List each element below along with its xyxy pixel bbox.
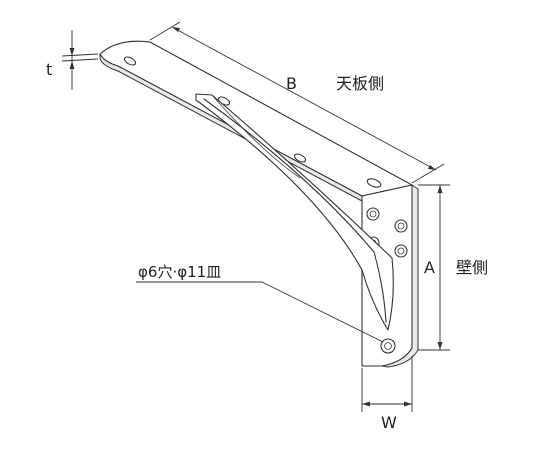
label-a: A (424, 258, 435, 277)
top-plate (99, 40, 413, 202)
dimension-a: A 壁側 (418, 184, 488, 351)
label-w: W (381, 413, 397, 432)
label-b: B (286, 74, 297, 93)
hole-note: φ6穴·φ11皿 (136, 263, 384, 343)
label-wall-side: 壁側 (456, 258, 488, 277)
label-t: t (46, 60, 52, 79)
top-slot-3 (293, 153, 307, 163)
top-slot-1 (123, 56, 137, 66)
wall-hole-bottom (380, 338, 396, 354)
wall-hole-2 (394, 219, 408, 233)
top-slot-4 (366, 178, 382, 188)
label-top-side: 天板側 (336, 74, 384, 93)
gusset (195, 93, 394, 331)
wall-hole-1 (366, 207, 380, 221)
dimension-t: t (46, 30, 99, 90)
dimension-w: W (361, 356, 413, 432)
label-hole-note: φ6穴·φ11皿 (138, 263, 221, 281)
wall-hole-4 (394, 244, 408, 258)
dimension-b: B 天板側 (149, 21, 445, 184)
